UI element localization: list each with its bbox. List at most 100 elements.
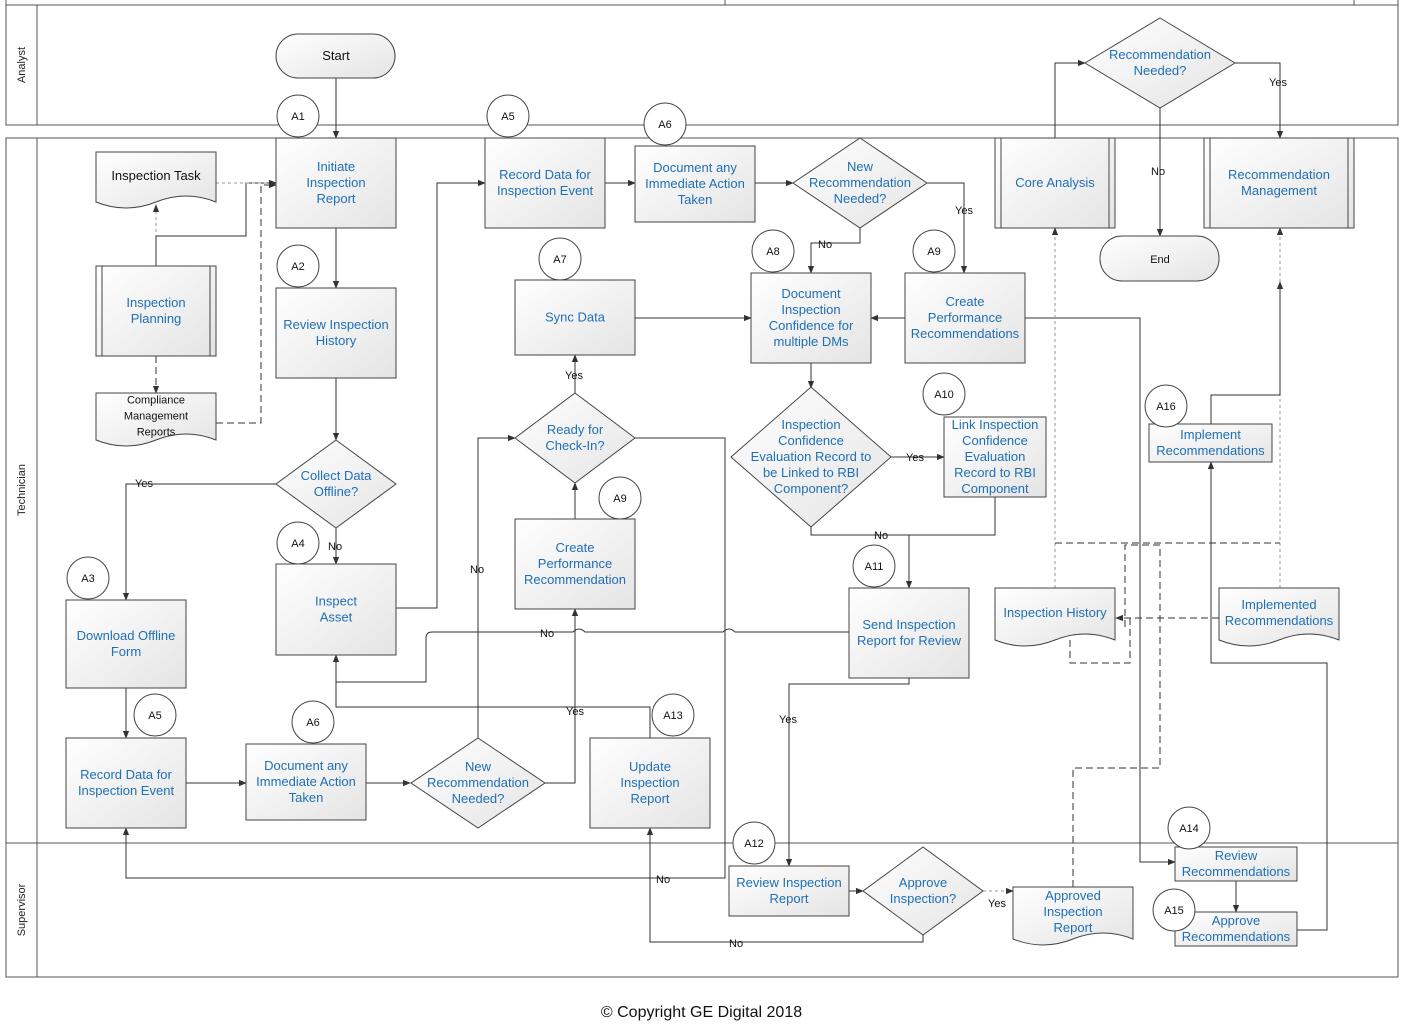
edge-label-no-send: No bbox=[540, 628, 554, 640]
edge-label-yes-offline: Yes bbox=[135, 478, 153, 490]
step-badge-label: A9 bbox=[927, 246, 940, 258]
copyright-footer: © Copyright GE Digital 2018 bbox=[600, 1004, 803, 1021]
edge-label-no-ready: No bbox=[656, 874, 670, 886]
edge-label-yes-recneeded: Yes bbox=[1269, 77, 1287, 89]
inspection-task-label: Inspection Task bbox=[111, 168, 201, 183]
edge-label-no-approve: No bbox=[729, 938, 743, 950]
step-badge-a6-low: A6 bbox=[291, 700, 335, 744]
sync-data-label: Sync Data bbox=[545, 310, 606, 325]
step-badge-label: A5 bbox=[501, 111, 514, 123]
step-badge-label: A16 bbox=[1156, 401, 1176, 413]
step-badge-label: A11 bbox=[865, 561, 884, 573]
step-badge-a11: A11 bbox=[852, 544, 896, 588]
step-badge-a4: A4 bbox=[276, 521, 320, 565]
step-badge-a5-low: A5 bbox=[133, 693, 177, 737]
step-badge-label: A1 bbox=[291, 111, 304, 123]
edge-label-yes-ready: Yes bbox=[565, 370, 583, 382]
lane-supervisor-label: Supervisor bbox=[16, 883, 28, 936]
step-badge-a9-mid: A9 bbox=[598, 476, 642, 520]
step-badge-label: A10 bbox=[934, 389, 954, 401]
step-badge-a9-top: A9 bbox=[912, 229, 956, 273]
step-badge-a12: A12 bbox=[732, 821, 776, 865]
edge-label-yes-approve: Yes bbox=[988, 898, 1006, 910]
step-badge-label: A13 bbox=[663, 710, 683, 722]
edge-label-no-newrec-top: No bbox=[818, 239, 832, 251]
step-badge-a1: A1 bbox=[276, 94, 320, 138]
start-label: Start bbox=[322, 48, 350, 63]
step-badge-label: A4 bbox=[291, 538, 304, 550]
step-badge-a10: A10 bbox=[922, 372, 966, 416]
step-badge-a5-top: A5 bbox=[486, 94, 530, 138]
process-flow-diagram: Analyst Technician Supervisor bbox=[5, 0, 1399, 978]
lane-analyst-label: Analyst bbox=[16, 47, 28, 83]
lane-technician-label: Technician bbox=[16, 464, 28, 516]
step-badge-label: A8 bbox=[766, 246, 779, 258]
inspection-history-document: Inspection History bbox=[994, 587, 1116, 647]
step-badge-a13: A13 bbox=[651, 693, 695, 737]
connectors bbox=[122, 59, 1328, 943]
core-analysis-label: Core Analysis bbox=[1015, 175, 1095, 190]
step-badge-label: A6 bbox=[306, 717, 319, 729]
top-strip bbox=[5, 0, 1399, 6]
edge-label-yes-newrec-top: Yes bbox=[955, 205, 973, 217]
step-badge-label: A2 bbox=[291, 261, 304, 273]
step-badge-label: A9 bbox=[613, 493, 626, 505]
step-badge-label: A3 bbox=[81, 573, 94, 585]
edge-label-no-recneeded: No bbox=[1151, 166, 1165, 178]
step-badge-a6-top: A6 bbox=[643, 102, 687, 146]
end-terminal: End bbox=[1099, 235, 1220, 282]
step-badge-a7: A7 bbox=[538, 237, 582, 281]
step-badge-label: A12 bbox=[744, 838, 764, 850]
